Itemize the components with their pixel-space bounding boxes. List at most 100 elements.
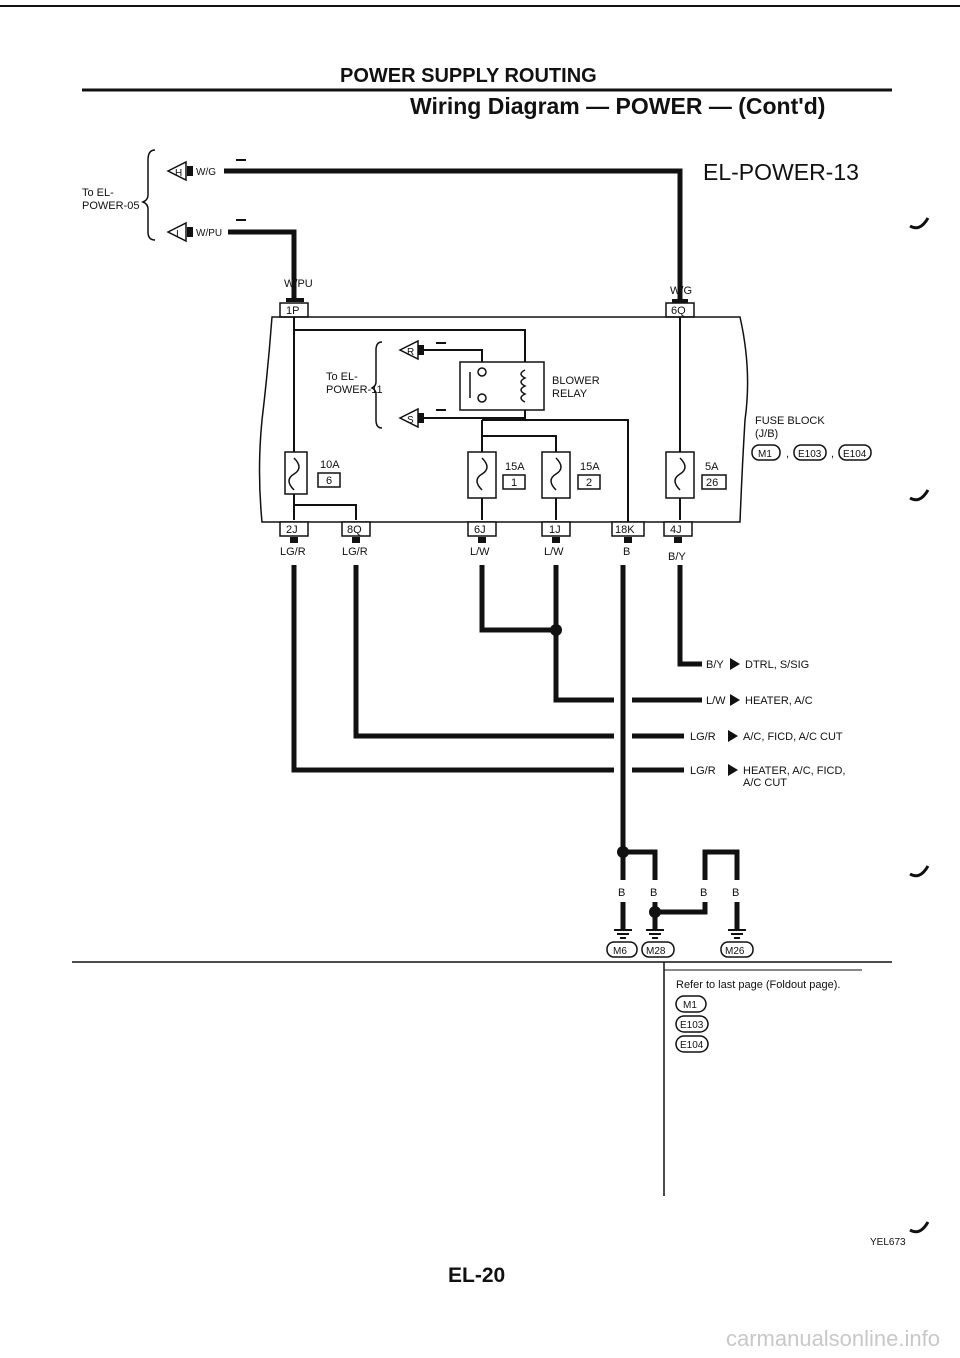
ground-connector-m6-label: M6 [613,946,627,957]
terminal-1p-pin [286,298,304,302]
terminal-8q-wire: LG/R [342,546,368,558]
fuse-15a-1-box [467,451,497,499]
page-title: Wiring Diagram — POWER — (Cont'd) [410,93,825,119]
terminal-8q-label: 8Q [347,524,362,536]
terminal-2j-label: 2J [286,524,298,536]
output-4-arrow-icon [728,764,738,776]
connector-s-pin [418,413,424,423]
wire-ground-b2 [623,849,658,880]
ground-m28-icon [646,929,664,939]
fuse-block-sep2: , [831,448,834,460]
terminal-2j: 2J LG/R [279,521,309,558]
fuse-5a-icon [674,457,686,491]
ground-connector-m28-label: M28 [646,946,666,957]
page-number: EL-20 [448,1264,505,1287]
fuse-15a-1-number-box [502,474,526,490]
output-2-dest: HEATER, A/C [745,695,813,707]
fuse-15a-2-number-box [577,474,601,490]
splice-l-w [550,624,562,636]
fuse-block-label-line1: FUSE BLOCK [755,415,825,427]
fuse-15a-2-rating: 15A [580,461,600,473]
wire-lg-r-2 [291,565,614,773]
wire-ground-join [655,902,708,915]
output-4-dest-line2: A/C CUT [743,777,787,789]
relay-label-line1: BLOWER [552,375,600,387]
fuse-10a-icon [288,457,300,491]
connector-h-pin [187,166,193,176]
fuse-15a-1-number: 1 [511,477,517,489]
connector-h-arrow [166,160,187,182]
output-1-dest: DTRL, S/SIG [745,659,809,671]
terminal-1j: 1J L/W [541,521,571,558]
refer-connector-m1-label: M1 [683,1000,697,1011]
terminal-1p-label: 1P [286,305,299,317]
terminal-6q-label: 6Q [671,305,686,317]
section-title: POWER SUPPLY ROUTING [340,65,597,87]
ground-connector-m6 [606,941,638,958]
ground-connector-m28 [641,941,675,958]
wire-b-y-out [677,565,702,667]
refer-connector-e104 [675,1035,709,1053]
fuse-block-connector-m1 [751,444,781,461]
connector-r-pin [418,345,424,355]
relay-contact-top [477,367,487,377]
output-3-wire: LG/R [690,731,716,743]
fuse-10a-number-box [317,472,341,488]
fuse-5a-number-box [701,474,727,490]
fuse-15a-1: 15A 1 [467,451,526,499]
input-i-wire: W/PU [196,228,222,239]
connector-r-label: R [407,347,414,358]
refer-connector-e104-label: E104 [680,1040,704,1051]
ground-wire-3: B [700,887,707,899]
refer-connector-m1 [675,995,707,1013]
wire-ground-b3-b4 [702,849,740,880]
fuse-block-label-line2: (J/B) [755,428,778,440]
bus-mid [482,419,629,522]
terminal-6j-label: 6J [474,524,486,536]
output-1-wire: B/Y [706,659,724,671]
terminal-2j-box [279,521,309,537]
fuse-5a-rating: 5A [705,461,719,473]
terminal-6j-wire: L/W [470,546,490,558]
connector-i-arrow [166,221,187,243]
refer-connector-e103-label: E103 [680,1020,704,1031]
bus-top [294,329,526,370]
left-ref-brace [140,149,156,241]
fuse-15a-2-box [541,451,571,499]
terminal-6j-pin [478,537,486,543]
output-2-arrow-icon [730,694,740,706]
connector-i-label: I [176,229,179,240]
ground-connector-m26-label: M26 [725,946,745,957]
ground-wire-1: B [618,887,625,899]
fuse-5a: 5A 26 [665,451,727,499]
fuse-15a-1-icon [476,457,488,491]
terminal-18k-wire: B [623,546,630,558]
refer-text: Refer to last page (Foldout page). [676,979,840,991]
fuse-block-connector-e103-label: E103 [798,449,822,460]
wire-l-w-join [479,565,556,633]
ground-connector-m26 [720,941,754,958]
terminal-1j-wire: L/W [544,546,564,558]
refer-connector-e103 [675,1015,709,1033]
wire-lg-r-1 [353,565,614,739]
fuse-block-outline [258,316,749,523]
relay-ref-brace [370,341,383,429]
terminal-6j-box [467,521,497,537]
relay-ref-line1: To EL- [326,371,358,383]
input-h-wire: W/G [196,167,216,178]
output-1-arrow-icon [730,658,740,670]
relay-contact-bottom [477,393,487,403]
left-ref-line2: POWER-05 [82,200,139,212]
terminal-4j-pin [674,537,682,543]
watermark: carmanualsonline.info [725,1326,940,1351]
fuse-10a-number: 6 [326,475,332,487]
output-4-dest-line1: HEATER, A/C, FICD, [743,765,845,777]
terminal-6q-wire: W/G [670,285,692,297]
connector-h-label: H [175,168,182,179]
fuse-5a-box [665,451,695,499]
terminal-4j-box [663,521,693,537]
corner-mark-icon [909,217,930,230]
output-4-wire: LG/R [690,765,716,777]
corner-mark-icon [909,1221,930,1234]
